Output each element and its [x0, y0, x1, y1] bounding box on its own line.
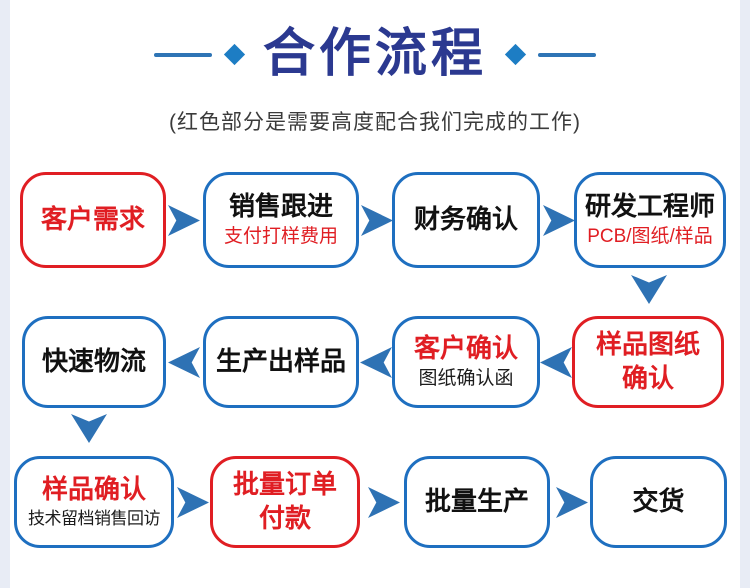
arrow-left-icon — [540, 347, 572, 378]
step-note: 支付打样费用 — [223, 225, 338, 247]
step-note: 图纸确认函 — [418, 367, 514, 389]
step-title: 销售跟进 — [228, 190, 333, 221]
step-title: 客户确认 — [413, 332, 518, 363]
page-subtitle: (红色部分是需要高度配合我们完成的工作) — [169, 111, 581, 134]
right-edge-strip — [740, 0, 750, 588]
step-delivery: 交货 — [590, 456, 727, 548]
step-sales-follow-up: 销售跟进 支付打样费用 — [203, 172, 359, 268]
arrow-right-icon — [177, 487, 209, 518]
step-customer-demand: 客户需求 — [20, 172, 166, 268]
title-row: 合作流程 — [0, 25, 750, 83]
step-title-line1: 批量订单 — [232, 469, 337, 500]
step-title: 生产出样品 — [215, 346, 346, 377]
title-deco-line-left-icon — [153, 52, 212, 57]
step-sample-drawing-confirm: 样品图纸 确认 — [572, 316, 724, 408]
step-title: 样品确认 — [41, 473, 146, 504]
step-title-line2: 付款 — [258, 503, 311, 533]
page-title: 合作流程 — [262, 25, 487, 83]
step-title-line1: 样品图纸 — [595, 329, 700, 360]
left-edge-strip — [0, 0, 10, 588]
step-title-line2: 确认 — [621, 363, 674, 393]
arrow-right-icon — [556, 487, 588, 518]
title-deco-line-right-icon — [538, 52, 596, 57]
step-rd-engineer: 研发工程师 PCB/图纸/样品 — [574, 172, 726, 268]
title-deco-diamond-right-icon — [504, 43, 527, 66]
title-deco-diamond-left-icon — [223, 43, 246, 66]
arrow-right-icon — [361, 205, 393, 236]
step-title: 客户需求 — [40, 204, 145, 235]
arrow-down-icon — [631, 275, 667, 304]
step-finance-confirm: 财务确认 — [392, 172, 540, 268]
step-customer-confirm: 客户确认 图纸确认函 — [392, 316, 540, 408]
step-sample-confirm: 样品确认 技术留档销售回访 — [14, 456, 174, 548]
step-fast-logistics: 快速物流 — [22, 316, 166, 408]
step-title: 研发工程师 — [584, 190, 715, 221]
step-title: 快速物流 — [41, 346, 146, 377]
step-title: 批量生产 — [424, 486, 529, 517]
step-title: 交货 — [632, 486, 685, 517]
step-title: 财务确认 — [413, 204, 518, 235]
step-note: PCB/图纸/样品 — [587, 225, 713, 247]
arrow-left-icon — [168, 347, 200, 378]
arrow-down-icon — [71, 414, 107, 443]
step-bulk-order-payment: 批量订单 付款 — [210, 456, 360, 548]
step-note: 技术留档销售回访 — [28, 508, 161, 528]
arrow-right-icon — [543, 205, 575, 236]
arrow-right-icon — [368, 487, 400, 518]
arrow-right-icon — [168, 205, 200, 236]
step-bulk-production: 批量生产 — [404, 456, 550, 548]
step-produce-sample: 生产出样品 — [203, 316, 359, 408]
arrow-left-icon — [360, 347, 392, 378]
